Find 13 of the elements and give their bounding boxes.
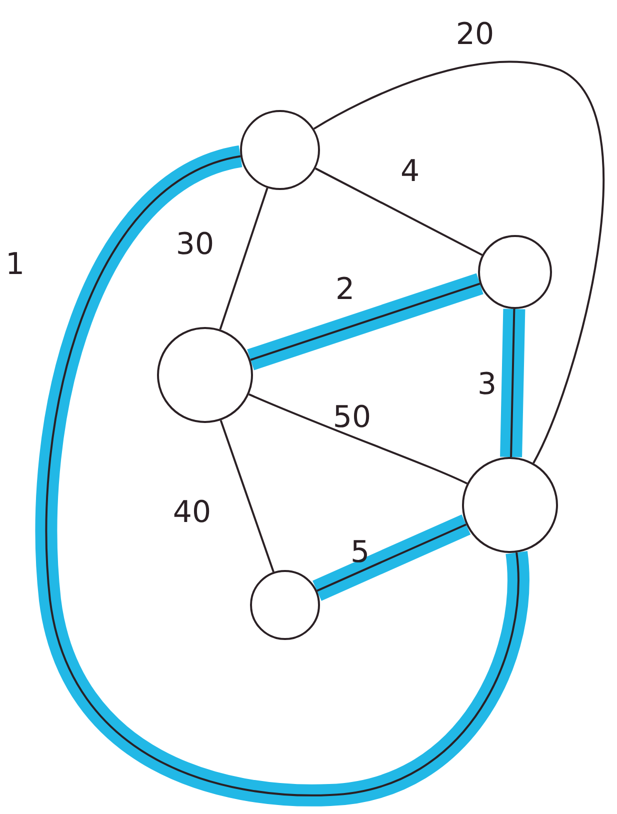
graph-node-circle <box>240 110 320 190</box>
edge-label: 20 <box>456 20 494 50</box>
edge-label: 40 <box>172 498 212 528</box>
edge-label: 2 <box>335 275 355 305</box>
graph-node-circle <box>462 457 558 553</box>
edge-label: 3 <box>477 370 497 400</box>
graph-node-circle <box>157 327 253 423</box>
graph-node-circle <box>250 570 320 640</box>
edge-label: 1 <box>5 250 25 280</box>
edge-label: 4 <box>400 157 420 187</box>
edge-label: 30 <box>176 230 214 260</box>
edge-label: 50 <box>332 403 372 433</box>
graph-node-circle <box>478 235 552 309</box>
